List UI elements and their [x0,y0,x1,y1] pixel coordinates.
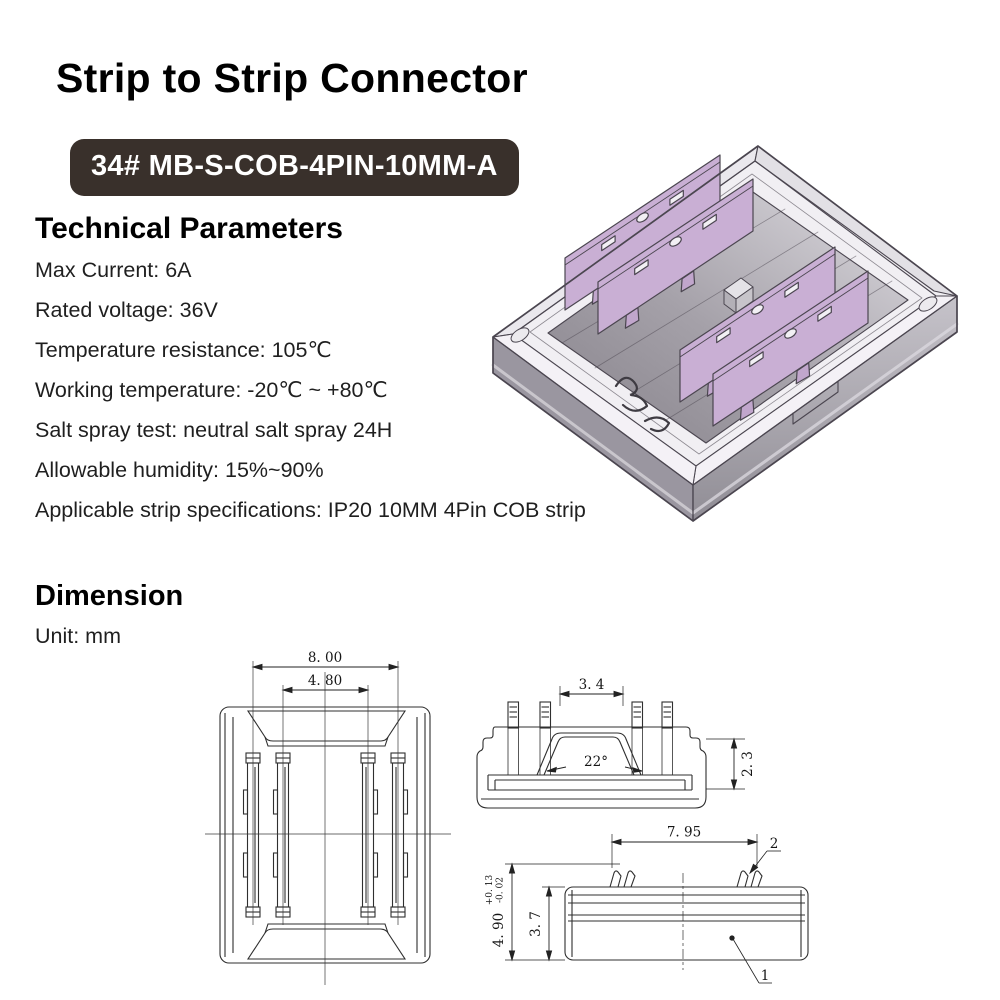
dim-clip-span: 7. 95 [667,825,701,841]
side-view-drawing: 7. 95 4. 90 +0. 13 -0. 02 3. 7 2 1 [485,825,809,984]
brand-logo-mark [614,376,671,433]
dim-outer-width: 8. 00 [308,650,342,666]
top-view-drawing: 8. 00 4. 80 [205,650,451,985]
technical-parameters-heading: Technical Parameters [35,212,343,245]
spec-rated-voltage: Rated voltage: 36V [35,298,218,322]
spec-applicable-strip: Applicable strip specifications: IP20 10… [35,498,586,522]
spec-salt-spray-test: Salt spray test: neutral salt spray 24H [35,418,393,442]
callout-housing-label: 1 [761,968,770,984]
page-title: Strip to Strip Connector [56,55,528,101]
spec-working-temperature: Working temperature: -20℃ ~ +80℃ [35,378,388,402]
spec-temperature-resistance: Temperature resistance: 105℃ [35,338,332,362]
corner-hole-left [510,327,530,343]
dimension-heading: Dimension [35,580,184,612]
model-number-badge: 34# MB-S-COB-4PIN-10MM-A [70,139,519,196]
corner-hole-right [918,296,938,312]
dim-tolerance-plus: +0. 13 [485,875,495,906]
technical-parameters-list: Max Current: 6A Rated voltage: 36V Tempe… [35,250,655,530]
dim-tolerance-minus: -0. 02 [496,877,506,903]
dim-inner-width: 4. 80 [308,673,342,689]
front-view-drawing: 3. 4 22° 2. 3 [476,677,756,809]
isometric-connector-drawing [491,145,959,522]
dim-top-width: 3. 4 [579,677,605,693]
dim-angle: 22° [584,754,608,770]
dimension-unit-label: Unit: mm [35,624,121,648]
spec-allowable-humidity: Allowable humidity: 15%~90% [35,458,324,482]
spec-max-current: Max Current: 6A [35,258,192,282]
dim-overall-height: 4. 90 [491,913,507,947]
callout-clip-label: 2 [770,836,779,852]
dim-lip-height: 2. 3 [740,751,756,777]
dim-body-height: 3. 7 [528,911,544,937]
